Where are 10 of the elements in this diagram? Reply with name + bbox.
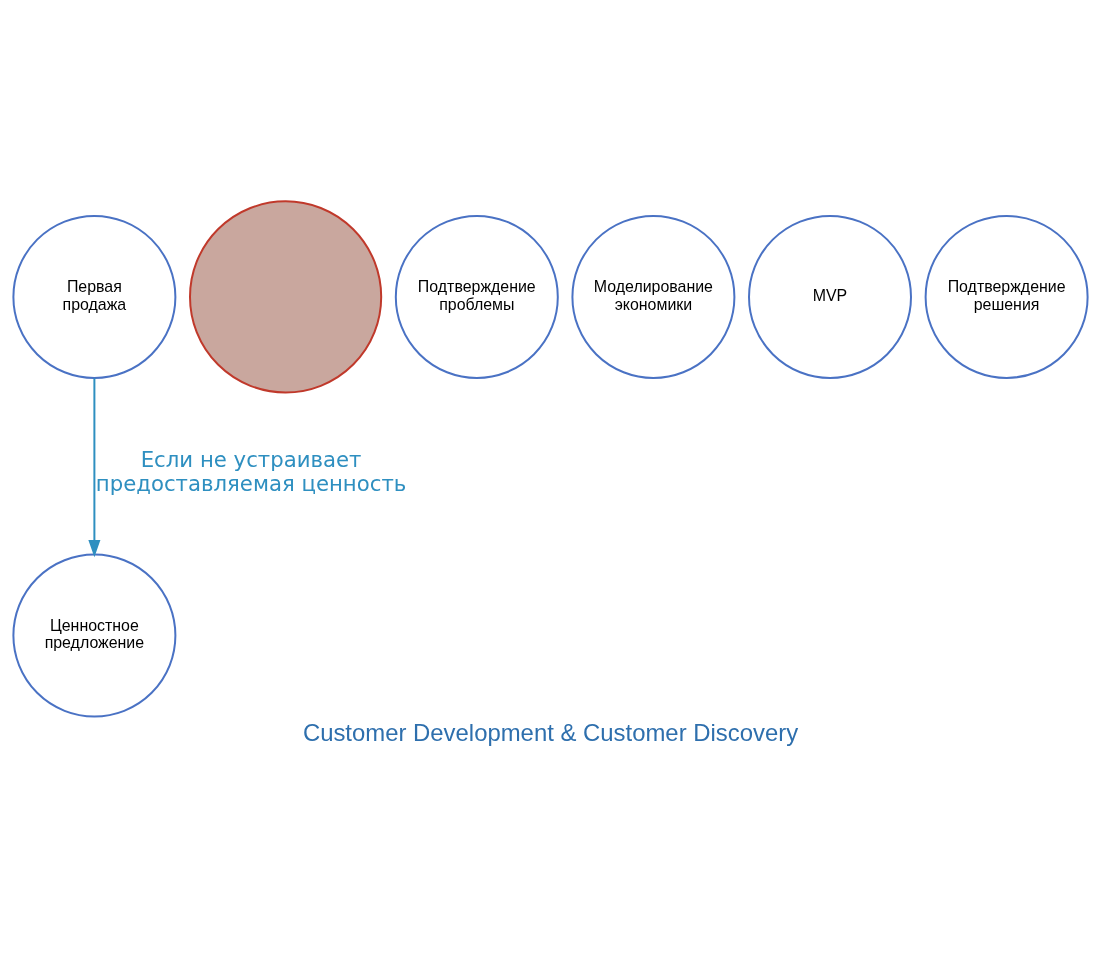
edge-label: Если не устраивает предоставляемая ценность: [95, 446, 407, 496]
node-circle: Подтверждение решения: [924, 214, 1089, 379]
caption: Customer Development & Customer Discovery: [302, 718, 799, 746]
node-circle: Моделирование экономики: [571, 214, 736, 379]
node-circle: MVP: [748, 214, 912, 379]
node-circle: Подтверждение проблемы: [394, 214, 559, 379]
node-circle: Ценностное предложение: [12, 553, 177, 717]
arrow: [88, 376, 101, 557]
node-circle: [189, 199, 383, 393]
node-circle: Первая продажа: [12, 214, 177, 379]
